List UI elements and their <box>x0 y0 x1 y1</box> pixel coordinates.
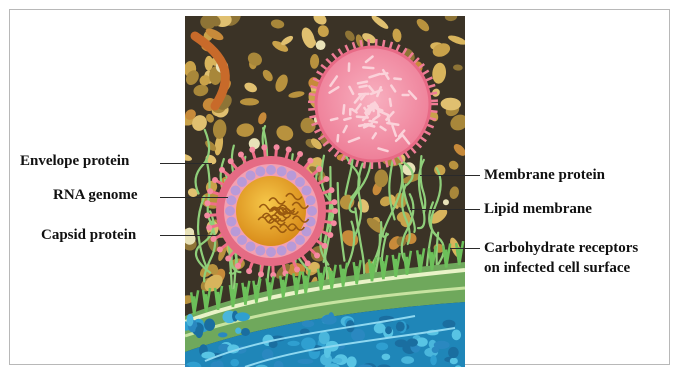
leader-rna <box>160 197 228 198</box>
leader-envelope <box>160 163 212 164</box>
label-membrane-protein: Membrane protein <box>484 166 605 184</box>
leader-membrane-protein <box>420 175 480 176</box>
label-infected-cell-surface: on infected cell surface <box>484 259 630 277</box>
leader-lipid <box>410 209 480 210</box>
label-lipid-membrane: Lipid membrane <box>484 200 592 218</box>
label-rna-genome: RNA genome <box>53 186 138 204</box>
virus-illustration <box>185 16 465 367</box>
leader-carbohydrate <box>450 248 480 249</box>
label-capsid-protein: Capsid protein <box>41 226 136 244</box>
label-envelope-protein: Envelope protein <box>20 152 129 170</box>
label-carbohydrate-receptors: Carbohydrate receptors <box>484 239 638 257</box>
leader-capsid <box>160 235 216 236</box>
